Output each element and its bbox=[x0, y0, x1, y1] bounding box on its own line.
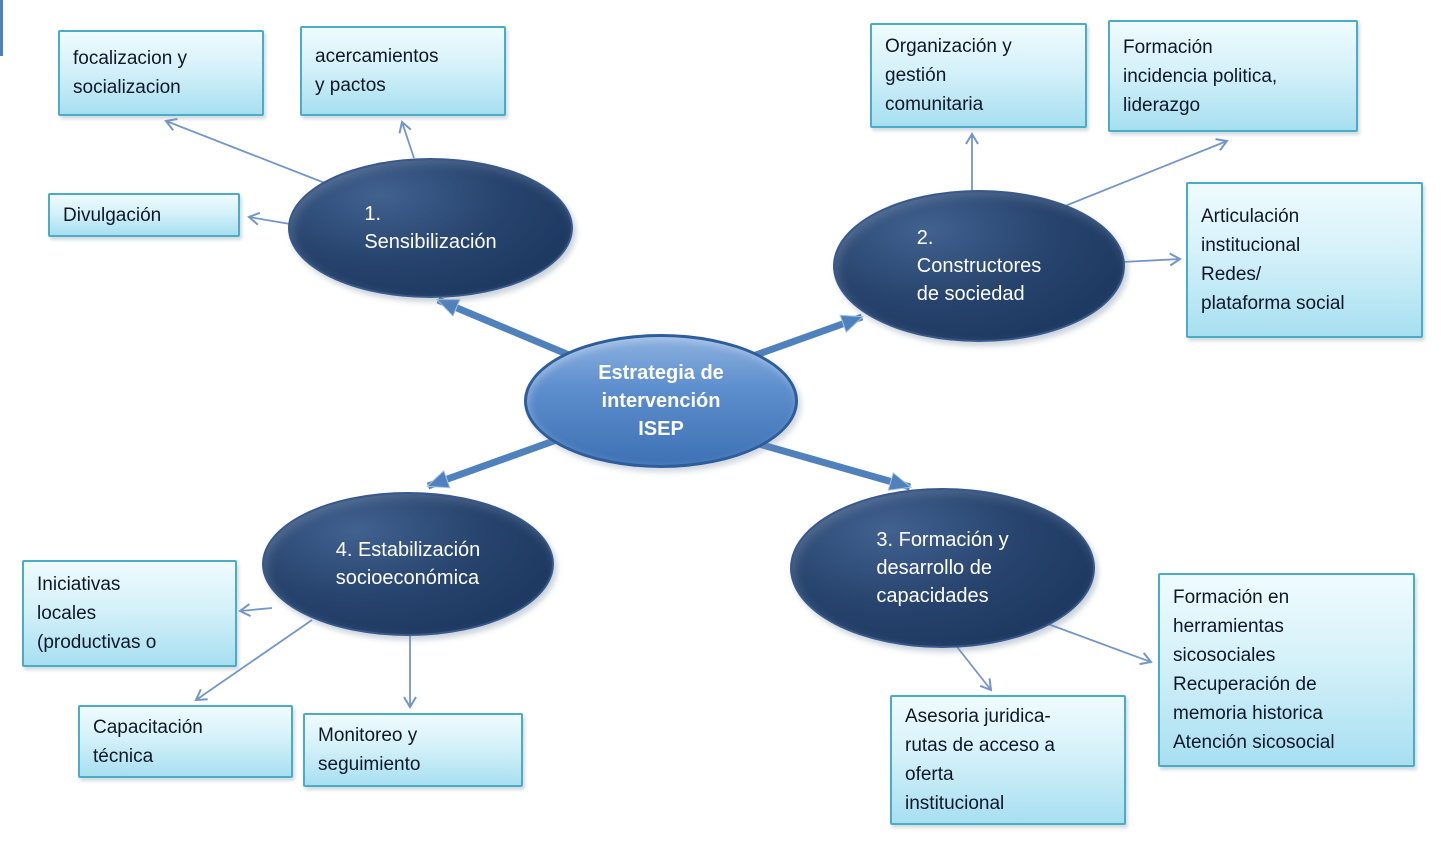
connector-center-to-formacion-capacidades bbox=[737, 434, 913, 491]
connector-constructores-to-formacion-incidencia bbox=[1049, 138, 1229, 213]
box-iniciativas-label: Iniciativas locales (productivas o bbox=[37, 574, 157, 653]
box-organizacion-label: Organización y gestión comunitaria bbox=[885, 36, 1012, 115]
connector-sensibilizacion-to-divulgacion bbox=[247, 211, 291, 226]
box-divulgacion: Divulgación bbox=[48, 193, 240, 237]
box-focalizacion-label: focalizacion y socializacion bbox=[73, 48, 188, 98]
box-divulgacion-label: Divulgación bbox=[63, 204, 162, 226]
connector-estabilizacion-to-capacitacion bbox=[194, 619, 313, 702]
connector-sensibilizacion-to-acercamientos bbox=[398, 120, 415, 159]
box-formacion-incidencia-label: Formación incidencia politica, liderazgo bbox=[1123, 36, 1278, 116]
left-edge-accent bbox=[0, 0, 3, 56]
box-articulacion-label: Articulación institucional Redes/ plataf… bbox=[1201, 206, 1345, 314]
ellipse-estabilizacion-socioeconomica: 4. Estabilización socioeconómica bbox=[262, 492, 554, 636]
box-monitoreo-seguimiento: Monitoreo y seguimiento bbox=[303, 713, 523, 787]
box-organizacion-gestion: Organización y gestión comunitaria bbox=[870, 23, 1087, 128]
ellipse-constructores-label: 2. Constructores de sociedad bbox=[916, 227, 1042, 305]
ellipse-constructores-sociedad: 2. Constructores de sociedad bbox=[833, 190, 1125, 342]
box-focalizacion-socializacion: focalizacion y socializacion bbox=[58, 30, 264, 116]
box-acercamientos-label: acercamientos y pactos bbox=[315, 46, 439, 96]
box-herramientas-label: Formación en herramientas sicosociales R… bbox=[1173, 587, 1335, 753]
box-asesoria-label: Asesoria juridica- rutas de acceso a ofe… bbox=[905, 706, 1055, 814]
ellipse-estabilizacion-label: 4. Estabilización socioeconómica bbox=[335, 539, 481, 589]
box-herramientas-sicosociales: Formación en herramientas sicosociales R… bbox=[1158, 573, 1415, 767]
ellipse-sensibilizacion-label: 1. Sensibilización bbox=[364, 203, 497, 253]
ellipse-estrategia-isep: Estrategia de intervención ISEP bbox=[524, 334, 798, 468]
box-capacitacion-tecnica: Capacitación técnica bbox=[78, 705, 293, 778]
box-monitoreo-label: Monitoreo y seguimiento bbox=[318, 725, 421, 775]
ellipse-formacion-capacidades: 3. Formación y desarrollo de capacidades bbox=[790, 488, 1095, 648]
box-acercamientos-pactos: acercamientos y pactos bbox=[300, 26, 506, 116]
connector-center-to-constructores bbox=[740, 313, 865, 364]
box-formacion-incidencia: Formación incidencia politica, liderazgo bbox=[1108, 20, 1358, 132]
connector-estabilizacion-to-iniciativas bbox=[238, 603, 273, 617]
ellipse-formacion-label: 3. Formación y desarrollo de capacidades bbox=[876, 529, 1009, 607]
box-asesoria-juridica: Asesoria juridica- rutas de acceso a ofe… bbox=[890, 695, 1126, 825]
box-articulacion-institucional: Articulación institucional Redes/ plataf… bbox=[1186, 182, 1423, 338]
connector-constructores-to-articulacion bbox=[1121, 252, 1182, 267]
box-capacitacion-label: Capacitación técnica bbox=[93, 716, 203, 767]
ellipse-sensibilizacion: 1. Sensibilización bbox=[288, 158, 573, 298]
box-iniciativas-locales: Iniciativas locales (productivas o bbox=[22, 560, 237, 667]
ellipse-estrategia-label: Estrategia de intervención ISEP bbox=[598, 362, 724, 440]
connector-sensibilizacion-to-focalizacion bbox=[164, 118, 331, 186]
connector-formacion-capacidades-to-herramientas bbox=[1047, 623, 1153, 666]
